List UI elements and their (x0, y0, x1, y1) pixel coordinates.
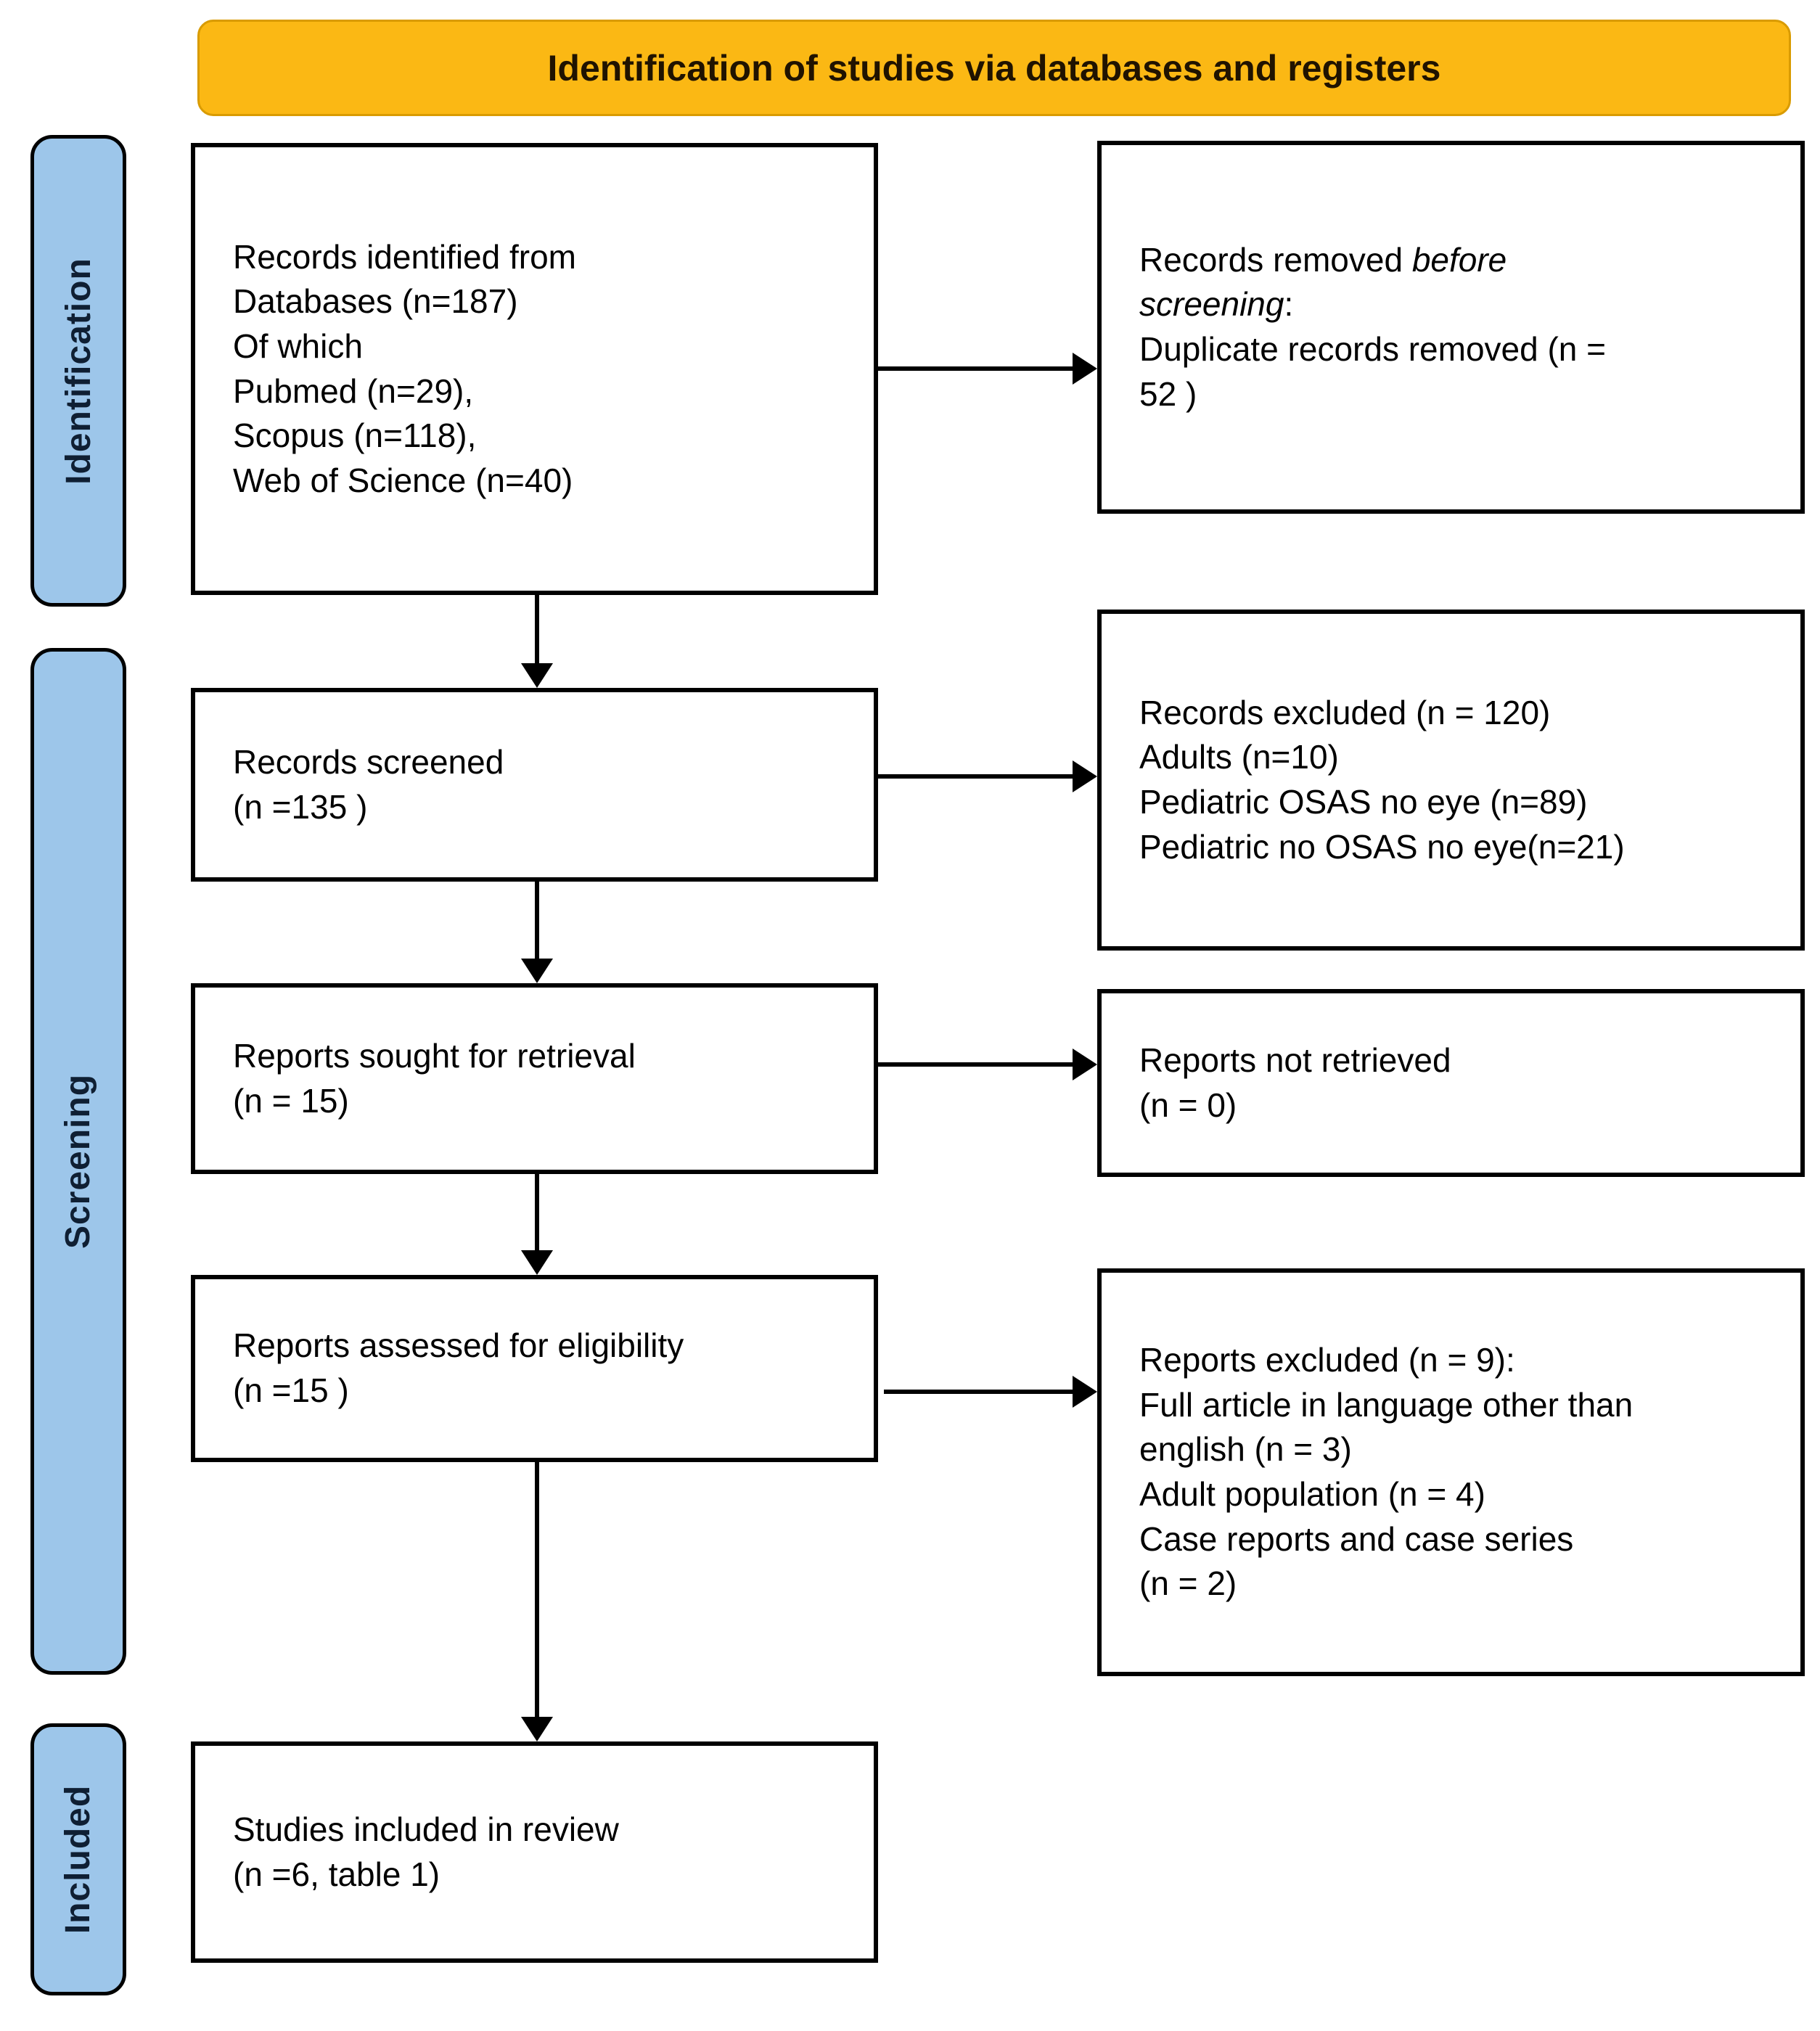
text-segment-italic: before (1411, 240, 1507, 279)
text-line: Records removed before (1139, 238, 1780, 283)
stage-identification-label: Identification (59, 257, 98, 485)
text-line: Web of Science (n=40) (233, 461, 573, 499)
box-reports-excluded: Reports excluded (n = 9): Full article i… (1097, 1268, 1805, 1676)
stage-identification: Identification (30, 135, 126, 607)
text-line: english (n = 3) (1139, 1430, 1352, 1469)
text-segment-italic: screening (1139, 285, 1284, 324)
arrow-screened-to-excluded-head-icon (1073, 760, 1097, 792)
text-line: (n = 0) (1139, 1086, 1237, 1124)
arrow-assessed-to-reportsexcluded-line (884, 1390, 1073, 1394)
arrow-identified-to-removed-line (878, 366, 1073, 371)
text-segment: : (1284, 285, 1294, 324)
arrow-screened-to-excluded-line (878, 774, 1073, 779)
box-records-excluded: Records excluded (n = 120) Adults (n=10)… (1097, 610, 1805, 951)
text-line: Records screened (233, 742, 504, 781)
header-banner: Identification of studies via databases … (197, 20, 1791, 116)
text-line: Databases (n=187) (233, 282, 518, 321)
text-line: Adult population (n = 4) (1139, 1475, 1485, 1513)
text-line: Pubmed (n=29), (233, 372, 474, 410)
arrow-identified-to-screened-head-icon (521, 663, 553, 688)
text-line: (n = 2) (1139, 1564, 1237, 1603)
stage-included-label: Included (59, 1784, 98, 1934)
text-line: Studies included in review (233, 1810, 619, 1848)
header-title: Identification of studies via databases … (547, 47, 1441, 89)
box-reports-not-retrieved: Reports not retrieved (n = 0) (1097, 989, 1805, 1177)
arrow-assessed-to-included-line (535, 1462, 539, 1718)
text-line: Scopus (n=118), (233, 417, 477, 455)
box-records-removed: Records removed before screening: Duplic… (1097, 141, 1805, 514)
arrow-sought-to-notretrieved-line (878, 1062, 1073, 1067)
box-reports-assessed: Reports assessed for eligibility (n =15 … (191, 1275, 878, 1462)
box-records-screened: Records screened (n =135 ) (191, 688, 878, 882)
arrow-sought-to-assessed-line (535, 1174, 539, 1252)
text-line: Records identified from (233, 237, 576, 276)
text-line: screening: (1139, 282, 1780, 327)
text-line: 52 ) (1139, 374, 1197, 413)
text-line: Records excluded (n = 120) (1139, 693, 1551, 731)
text-line: Duplicate records removed (n = (1139, 330, 1607, 368)
arrow-assessed-to-included-head-icon (521, 1717, 553, 1741)
arrow-sought-to-notretrieved-head-icon (1073, 1049, 1097, 1080)
arrow-screened-to-sought-line (535, 882, 539, 960)
text-line: (n =135 ) (233, 787, 368, 826)
arrow-assessed-to-reportsexcluded-head-icon (1073, 1376, 1097, 1408)
text-line: Pediatric OSAS no eye (n=89) (1139, 783, 1588, 821)
text-line: Pediatric no OSAS no eye(n=21) (1139, 827, 1625, 866)
text-line: Reports excluded (n = 9): (1139, 1341, 1515, 1379)
text-line: (n =6, table 1) (233, 1855, 440, 1893)
stage-screening-label: Screening (59, 1073, 98, 1250)
box-studies-included: Studies included in review (n =6, table … (191, 1741, 878, 1963)
box-reports-sought: Reports sought for retrieval (n = 15) (191, 983, 878, 1174)
text-line: (n = 15) (233, 1081, 349, 1120)
arrow-sought-to-assessed-head-icon (521, 1250, 553, 1275)
stage-included: Included (30, 1723, 126, 1995)
arrow-identified-to-screened-line (535, 595, 539, 665)
arrow-screened-to-sought-head-icon (521, 959, 553, 983)
text-segment: Records removed (1139, 240, 1412, 279)
text-line: Full article in language other than (1139, 1385, 1634, 1424)
box-records-identified: Records identified from Databases (n=187… (191, 143, 878, 595)
text-line: Of which (233, 327, 363, 365)
stage-screening: Screening (30, 648, 126, 1675)
text-line: Reports sought for retrieval (233, 1036, 636, 1075)
text-line: (n =15 ) (233, 1371, 349, 1409)
text-line: Reports not retrieved (1139, 1041, 1451, 1079)
text-line: Reports assessed for eligibility (233, 1326, 684, 1365)
text-line: Case reports and case series (1139, 1519, 1574, 1558)
arrow-identified-to-removed-head-icon (1073, 353, 1097, 385)
text-line: Adults (n=10) (1139, 738, 1339, 776)
